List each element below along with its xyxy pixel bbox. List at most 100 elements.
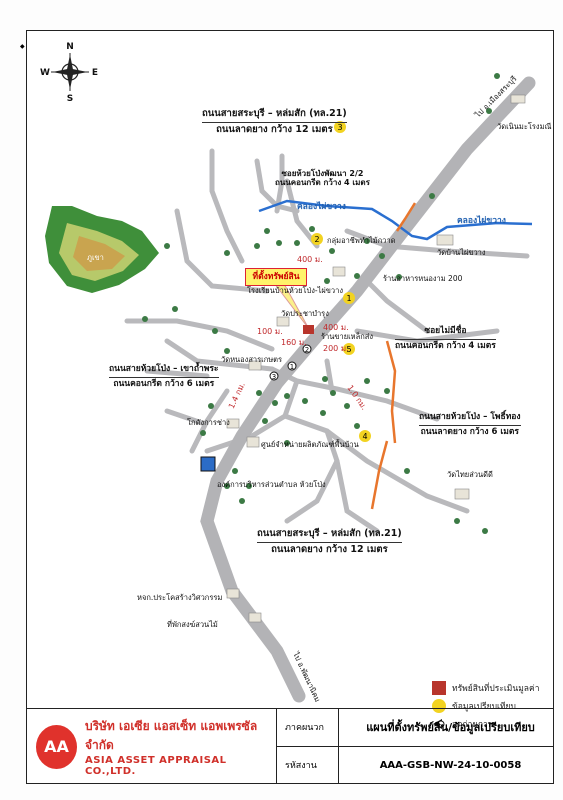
soi-noname-label: ซอยไม่มีชื่อ ถนนคอนกรีต กว้าง 4 เมตร [395, 326, 496, 352]
huaypong-khaotham-line2: ถนนคอนกรีต กว้าง 6 เมตร [113, 378, 215, 389]
place-panmai: ร้านขายเหล็กส่ง [321, 332, 373, 341]
orange-road-1 [385, 340, 397, 444]
canal-line [258, 199, 533, 241]
canal-label-left: คลองไผ่ขวาง [297, 202, 346, 212]
factory-icon [226, 418, 240, 429]
photo-point-1 [287, 361, 297, 371]
side-roads [124, 148, 530, 534]
place-klongsang: โกดังการช่าง [187, 418, 230, 427]
compass-n: N [66, 42, 74, 52]
photo-point-3-label: 3 [272, 373, 276, 381]
legend-photo-label: จุดถ่ายภาพ [452, 720, 494, 730]
legend-property: ทรัพย์สินที่ประเมินมูลค่า [432, 679, 539, 697]
main-road-bottom-line1: ถนนสายสระบุรี – หล่มสัก (ทล.21) [257, 528, 402, 539]
place-wat-prachao: วัดประชาบำรุง [281, 309, 329, 318]
compass-w: W [40, 68, 50, 78]
temple-icon [276, 316, 290, 327]
huaypong-phothong-line1: ถนนสายห้วยโป่ง – โพธิ์ทอง [419, 412, 521, 422]
main-road-top-label: ถนนสายสระบุรี – หล่มสัก (ทล.21) ถนนลาดยา… [202, 108, 347, 136]
center-icon [246, 436, 260, 448]
huaypong-phothong-label: ถนนสายห้วยโป่ง – โพธิ์ทอง ถนนลาดยาง กว้า… [419, 412, 521, 438]
house-icon [248, 612, 262, 623]
house-icon [510, 94, 526, 104]
place-kuangdin: กลุ่มอาชีพทำไม้กวาด [327, 236, 396, 245]
temple-icon [436, 234, 454, 246]
huaypong-khaotham-label: ถนนสายห้วยโป่ง – เขาถ้ำพระ ถนนคอนกรีต กว… [109, 364, 219, 390]
property-marker [303, 325, 314, 334]
photo-point-2 [302, 344, 312, 354]
place-wat-thai: วัดไทยส่วนดีดี [447, 470, 493, 479]
photo-points: 1 2 3 [269, 344, 312, 381]
section-label: ภาคผนวก [277, 709, 339, 747]
place-shop: ร้านอาหารหนองาม 200 [383, 274, 463, 283]
place-police: ที่พักสงฆ์สวนไม้ [167, 620, 218, 629]
photo-point-2-label: 2 [305, 346, 309, 354]
distance-100: 100 ม. [257, 327, 283, 336]
map-frame: 1 2 3 4 5 1 2 3 [26, 30, 554, 784]
marker-5 [343, 343, 355, 355]
orange-road-3 [395, 202, 417, 232]
scan-dot: ◆ [20, 43, 25, 50]
site-location-label: ที่ตั้งทรัพย์สิน [245, 268, 307, 286]
comparable-swatch-icon [432, 699, 446, 713]
place-wat-phai: วัดบ้านไผ่ขวาง [437, 248, 486, 257]
main-road-top-line2: ถนนลาดยาง กว้าง 12 เมตร [216, 123, 333, 135]
marker-1 [343, 292, 355, 304]
place-center: ศูนย์จำหน่ายผลิตภัณฑ์พื้นบ้าน [261, 440, 359, 449]
company-cell: AA บริษัท เอเซีย แอสเซ็ท แอพเพรซัล จำกัด… [26, 709, 277, 784]
compass-rose [51, 53, 89, 91]
place-obt: องค์การบริหารส่วนตำบล ห้วยโป่ง [217, 480, 326, 489]
place-wat-sakran: วัดหนองสารเกษตร [221, 355, 283, 364]
place-wat-noen: วัดเนินมะโรงมณี [497, 122, 552, 131]
marker-4-label: 4 [362, 432, 367, 441]
mountain-label: ภูเขา [87, 253, 104, 262]
place-ptt: หจก.ประโคสร้างวิศวกรรม [137, 593, 223, 602]
soi-huaypong-line1: ซอยห้วยโป่งพัฒนา 2/2 [281, 169, 364, 178]
canal-label-right: คลองไผ่ขวาง [457, 216, 506, 226]
company-logo: AA [36, 724, 77, 769]
company-name-en: ASIA ASSET APPRAISAL CO.,LTD. [84, 754, 227, 777]
compass-e: E [92, 68, 98, 78]
huaypong-phothong-line2: ถนนลาดยาง กว้าง 6 เมตร [420, 426, 519, 437]
distance-400a: 400 ม. [297, 255, 323, 264]
marker-2 [311, 233, 323, 245]
code-label: รหัสงาน [277, 746, 339, 784]
photo-point-3 [269, 371, 279, 381]
orange-road-2 [370, 440, 389, 510]
compass-letters: N S E W [40, 42, 98, 104]
camera-point-icon [432, 717, 446, 731]
marker-5-label: 5 [346, 345, 351, 354]
legend-property-label: ทรัพย์สินที่ประเมินมูลค่า [452, 684, 540, 694]
legend-comparable: ข้อมูลเปรียบเทียบ [432, 697, 539, 715]
soi-noname-line1: ซอยไม่มีชื่อ [424, 326, 467, 336]
distance-200: 200 ม. [323, 344, 349, 353]
distance-160: 160 ม. [281, 338, 307, 347]
huaypong-khaotham-line1: ถนนสายห้วยโป่ง – เขาถ้ำพระ [109, 364, 219, 374]
comparable-markers: 1 2 3 4 5 [311, 121, 371, 442]
property-swatch-icon [432, 681, 446, 695]
ptt-icon [200, 456, 216, 472]
code-value: AAA-GSB-NW-24-10-0058 [379, 759, 522, 771]
mountain-inner [73, 236, 125, 271]
marker-1-label: 1 [346, 294, 351, 303]
title-block: AA บริษัท เอเซีย แอสเซ็ท แอพเพรซัล จำกัด… [26, 708, 554, 784]
company-name-th: บริษัท เอเซีย แอสเซ็ท แอพเพรซัล จำกัด [84, 718, 258, 752]
main-road-bottom-label: ถนนสายสระบุรี – หล่มสัก (ทล.21) ถนนลาดยา… [257, 528, 402, 556]
legend-photo: จุดถ่ายภาพ [432, 715, 539, 733]
soi-huaypong-label: ซอยห้วยโป่งพัฒนา 2/2 ถนนคอนกรีต กว้าง 4 … [275, 169, 370, 187]
house-icon [226, 588, 240, 599]
info-grid: ภาคผนวก แผนที่ตั้งทรัพย์สิน/ข้อมูลเปรียบ… [277, 709, 554, 784]
main-road-top-line1: ถนนสายสระบุรี – หล่มสัก (ทล.21) [202, 108, 347, 119]
marker-2-label: 2 [314, 235, 319, 244]
compass-s: S [67, 94, 73, 104]
marker-3-label: 3 [337, 123, 342, 132]
soi-huaypong-line2: ถนนคอนกรีต กว้าง 4 เมตร [275, 178, 370, 188]
marker-3 [334, 121, 346, 133]
marker-4 [359, 430, 371, 442]
tree-icons [142, 73, 500, 534]
temple-icon [454, 488, 470, 500]
photo-point-1-label: 1 [290, 363, 294, 371]
shop-icon [332, 266, 346, 277]
temple-icon [248, 360, 262, 371]
place-school: โรงเรียนบ้านห้วยโป่ง-ไผ่ขวาง [247, 286, 344, 295]
